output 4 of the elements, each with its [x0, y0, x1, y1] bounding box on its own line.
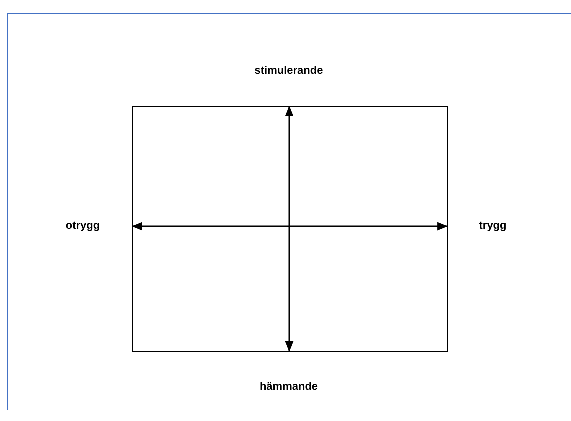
axis-label: hämmande	[260, 381, 318, 393]
axis-label: otrygg	[66, 220, 100, 232]
axis-label: trygg	[479, 220, 507, 232]
axis-label: stimulerande	[254, 65, 324, 77]
